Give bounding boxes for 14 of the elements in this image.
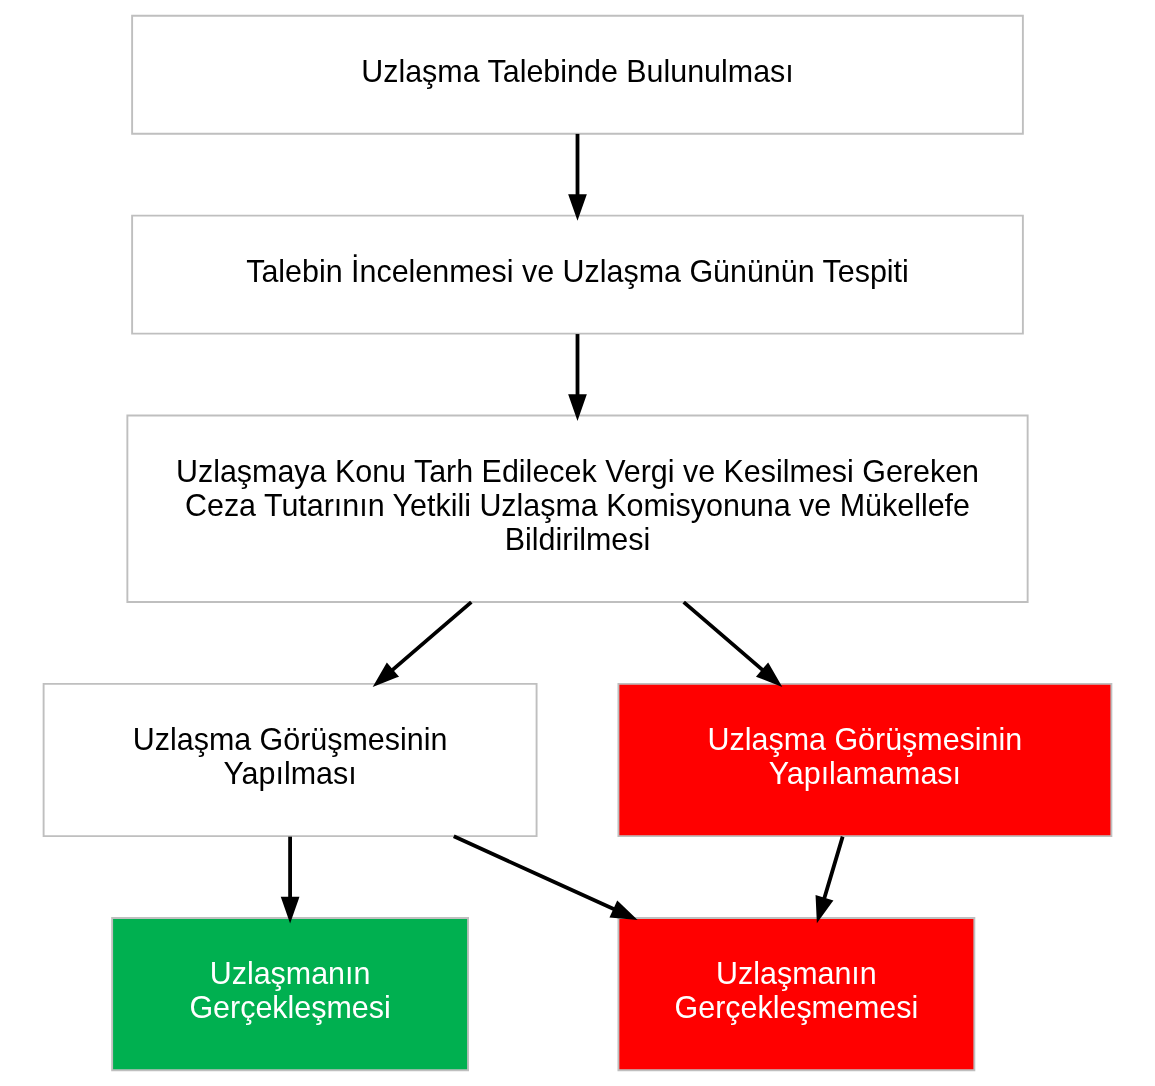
node-box: Uzlaşmanın Gerçekleşmesi [111, 917, 469, 1072]
arrow [568, 133, 587, 221]
arrow [280, 836, 300, 924]
node-box: Uzlaşmanın Gerçekleşmemesi [617, 917, 976, 1072]
node-box: Talebin İncelenmesi ve Uzlaşma Gününün Tespiti [131, 214, 1024, 335]
arrow [815, 836, 845, 924]
node-box: Uzlaşmaya Konu Tarh Edilecek Vergi ve Kesilmesi Gereken Ceza Tutarının Yetkili Uzlaşma Komisyonuna ve Mükellefe Bildirilmesi [126, 414, 1029, 603]
arrow [682, 600, 783, 687]
arrow [372, 600, 473, 687]
node-box: Uzlaşma Görüşmesinin Yapılamaması [617, 682, 1113, 838]
arrow [568, 334, 587, 421]
node-box: Uzlaşma Talebinde Bulunulması [131, 14, 1024, 135]
node-box: Uzlaşma Görüşmesinin Yapılması [42, 682, 538, 838]
arrow [453, 834, 638, 920]
